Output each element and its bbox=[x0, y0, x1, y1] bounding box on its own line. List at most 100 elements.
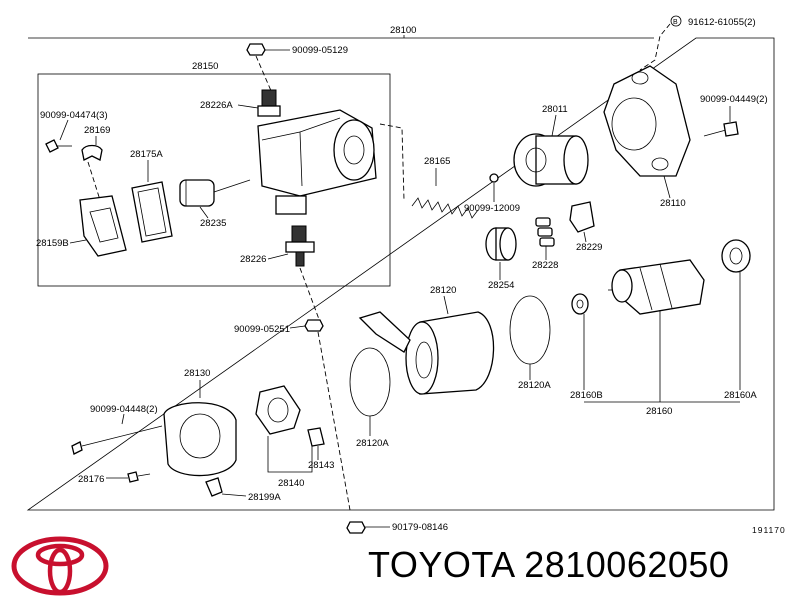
gear-face-28254 bbox=[499, 227, 517, 261]
label-28140: 28140 bbox=[278, 478, 304, 489]
armature-line-a bbox=[639, 267, 653, 311]
leader-28011 bbox=[551, 114, 557, 137]
gasket-28175A bbox=[131, 181, 173, 243]
housing-bore-28110 bbox=[611, 97, 657, 151]
subassembly-frame bbox=[37, 73, 391, 287]
label-28228: 28228 bbox=[532, 260, 558, 271]
dash-05251 bbox=[317, 331, 351, 511]
yoke-lead-28120 bbox=[358, 311, 411, 353]
circled-b-symbol bbox=[670, 15, 682, 27]
yoke-28120 bbox=[419, 311, 495, 395]
label-28199A: 28199A bbox=[248, 492, 281, 503]
dash-28169 bbox=[87, 161, 101, 201]
label-90099-04449: 90099-04449(2) bbox=[700, 94, 768, 105]
circled-b-letter: B bbox=[673, 19, 678, 26]
screw-shaft-28176 bbox=[137, 473, 151, 477]
part-number: 2810062050 bbox=[524, 544, 730, 585]
cap-28199A bbox=[205, 477, 223, 497]
toyota-logo-icon bbox=[11, 536, 109, 596]
dash-28226 bbox=[299, 267, 321, 323]
label-28235: 28235 bbox=[200, 218, 226, 229]
label-91612-61055: 91612-61055(2) bbox=[688, 17, 756, 28]
gasket-inner-28175A bbox=[137, 187, 167, 237]
label-90099-12009: 90099-12009 bbox=[464, 203, 520, 214]
bearing-28160B bbox=[571, 293, 589, 315]
cover-inner-28159B bbox=[89, 207, 119, 243]
bolt-head-04448 bbox=[71, 441, 83, 455]
bearing-inner-28160A bbox=[729, 247, 743, 265]
clutch-hub-28011 bbox=[525, 147, 547, 173]
end-frame-hub-28130 bbox=[179, 413, 221, 459]
yoke-bore-28120 bbox=[415, 341, 433, 379]
label-28176: 28176 bbox=[78, 474, 104, 485]
armature-commutator bbox=[611, 269, 633, 303]
screw-28176 bbox=[127, 471, 139, 483]
spring-28165 bbox=[411, 197, 479, 219]
roller-b-28228 bbox=[537, 227, 553, 237]
label-28165: 28165 bbox=[424, 156, 450, 167]
nut-90099-05251 bbox=[304, 319, 324, 332]
label-28226A: 28226A bbox=[200, 100, 233, 111]
label-90179-08146: 90179-08146 bbox=[392, 522, 448, 533]
housing-28110 bbox=[603, 65, 691, 177]
housing-ear-top bbox=[631, 71, 649, 85]
o-ring-28120A-left bbox=[349, 347, 391, 417]
plunger-rod bbox=[213, 179, 251, 193]
brush-28143 bbox=[307, 427, 325, 447]
leader-28226 bbox=[267, 253, 289, 260]
bearing-28160A bbox=[721, 239, 751, 273]
screw-90099-04474 bbox=[45, 139, 59, 153]
leader-28235 bbox=[199, 206, 209, 219]
label-28160B: 28160B bbox=[570, 390, 603, 401]
brand-name: TOYOTA bbox=[368, 544, 514, 585]
label-28254: 28254 bbox=[488, 280, 514, 291]
dash-28165 bbox=[379, 123, 405, 201]
switch-lower-terminal bbox=[275, 195, 307, 215]
label-28229: 28229 bbox=[576, 242, 602, 253]
label-28011: 28011 bbox=[542, 104, 568, 115]
label-28143: 28143 bbox=[308, 460, 334, 471]
switch-end-cap bbox=[333, 119, 375, 181]
brand-part-number: TOYOTA 2810062050 bbox=[368, 544, 729, 586]
leader-04448 bbox=[121, 413, 125, 425]
brush-holder-28140 bbox=[255, 385, 301, 435]
bolt-shaft-04449 bbox=[703, 129, 727, 137]
bolt-shaft-04448 bbox=[81, 425, 163, 447]
nut-90179-08146 bbox=[346, 521, 366, 534]
terminal-post-28226 bbox=[295, 251, 305, 267]
label-28160: 28160 bbox=[646, 406, 672, 417]
figure-code: 191170 bbox=[752, 525, 786, 535]
o-ring-28120A-right bbox=[509, 295, 551, 365]
bolt-head-04449 bbox=[723, 121, 739, 137]
label-28100: 28100 bbox=[390, 25, 416, 36]
label-28159B: 28159B bbox=[36, 238, 69, 249]
ball-90099-12009 bbox=[489, 173, 499, 183]
roller-a-28228 bbox=[535, 217, 551, 227]
leader-04474 bbox=[59, 119, 69, 141]
label-28130: 28130 bbox=[184, 368, 210, 379]
leader-28229 bbox=[583, 231, 587, 243]
label-28120A-left: 28120A bbox=[356, 438, 389, 449]
label-90099-05251: 90099-05251 bbox=[234, 324, 290, 335]
leader-28120 bbox=[443, 295, 449, 315]
yoke-face-28120 bbox=[405, 321, 439, 395]
cover-28159B bbox=[79, 195, 127, 257]
housing-ear-bottom bbox=[651, 157, 669, 171]
roller-c-28228 bbox=[539, 237, 555, 247]
clip-28169 bbox=[81, 144, 103, 161]
label-28120A-right: 28120A bbox=[518, 380, 551, 391]
leader-28226A bbox=[237, 104, 259, 109]
leader-28140 bbox=[267, 436, 313, 473]
leader-28159B bbox=[69, 239, 87, 244]
nut-90099-05129 bbox=[246, 43, 266, 56]
label-28226: 28226 bbox=[240, 254, 266, 265]
end-frame-28130 bbox=[163, 402, 237, 477]
armature-line-b bbox=[659, 263, 673, 309]
label-28150: 28150 bbox=[192, 61, 218, 72]
leader-28110 bbox=[663, 175, 671, 199]
label-28160A: 28160A bbox=[724, 390, 757, 401]
switch-end-inner bbox=[343, 135, 365, 165]
terminal-28226 bbox=[291, 225, 307, 245]
leader-05251 bbox=[289, 325, 306, 329]
label-90099-04448: 90099-04448(2) bbox=[90, 404, 158, 415]
